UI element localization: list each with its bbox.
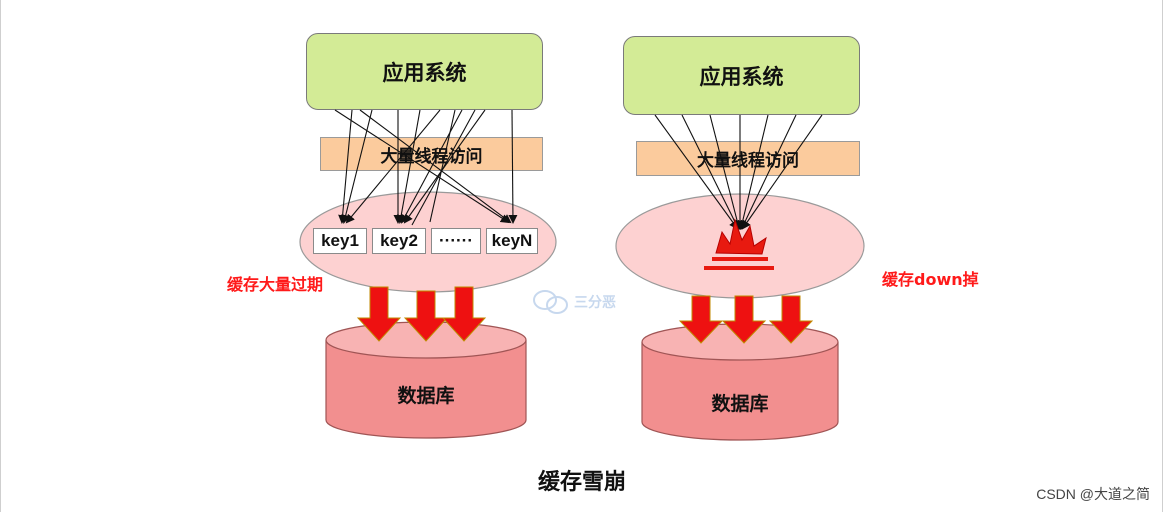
watermark-text: 三分恶 (574, 295, 616, 311)
left-request-lines (334, 109, 518, 226)
flood-arrow-icon (403, 290, 449, 342)
diagram-caption: 缓存雪崩 (537, 469, 626, 495)
cache-key-box: key1 (313, 228, 367, 254)
right-app-system-label: 应用系统 (699, 64, 784, 89)
cache-key-label: key1 (321, 231, 359, 250)
left-status-label: 缓存大量过期 (227, 275, 324, 294)
right-thread-access-label: 大量线程访问 (697, 151, 799, 171)
wechat-icon (533, 290, 568, 314)
right-thread-access-box: 大量线程访问 (636, 141, 860, 176)
cache-key-box: key2 (372, 228, 426, 254)
right-request-lines (654, 114, 823, 230)
cache-key-box: keyN (486, 228, 538, 254)
explosion-icon (704, 218, 774, 270)
frame-left-border (0, 0, 1, 512)
frame-right-border (1162, 0, 1163, 512)
flood-arrow-icon (768, 295, 814, 344)
left-app-system-label: 应用系统 (382, 60, 467, 85)
csdn-credit: CSDN @大道之简 (1036, 486, 1150, 502)
cache-key-label: ······ (439, 231, 473, 250)
left-flood-arrows (356, 286, 487, 342)
right-app-system-box: 应用系统 (623, 36, 860, 115)
right-status-label: 缓存down掉 (882, 270, 979, 289)
cache-key-box: ······ (431, 228, 481, 254)
left-app-system-box: 应用系统 (306, 33, 543, 110)
left-database-label: 数据库 (397, 385, 455, 407)
cache-key-label: keyN (491, 231, 533, 250)
flood-arrow-icon (721, 295, 767, 344)
flood-arrow-icon (356, 286, 402, 342)
cache-key-label: key2 (380, 231, 418, 250)
right-flood-arrows (678, 295, 814, 344)
right-database-label: 数据库 (711, 393, 769, 415)
flood-arrow-icon (678, 295, 724, 344)
flood-arrow-icon (441, 286, 487, 342)
